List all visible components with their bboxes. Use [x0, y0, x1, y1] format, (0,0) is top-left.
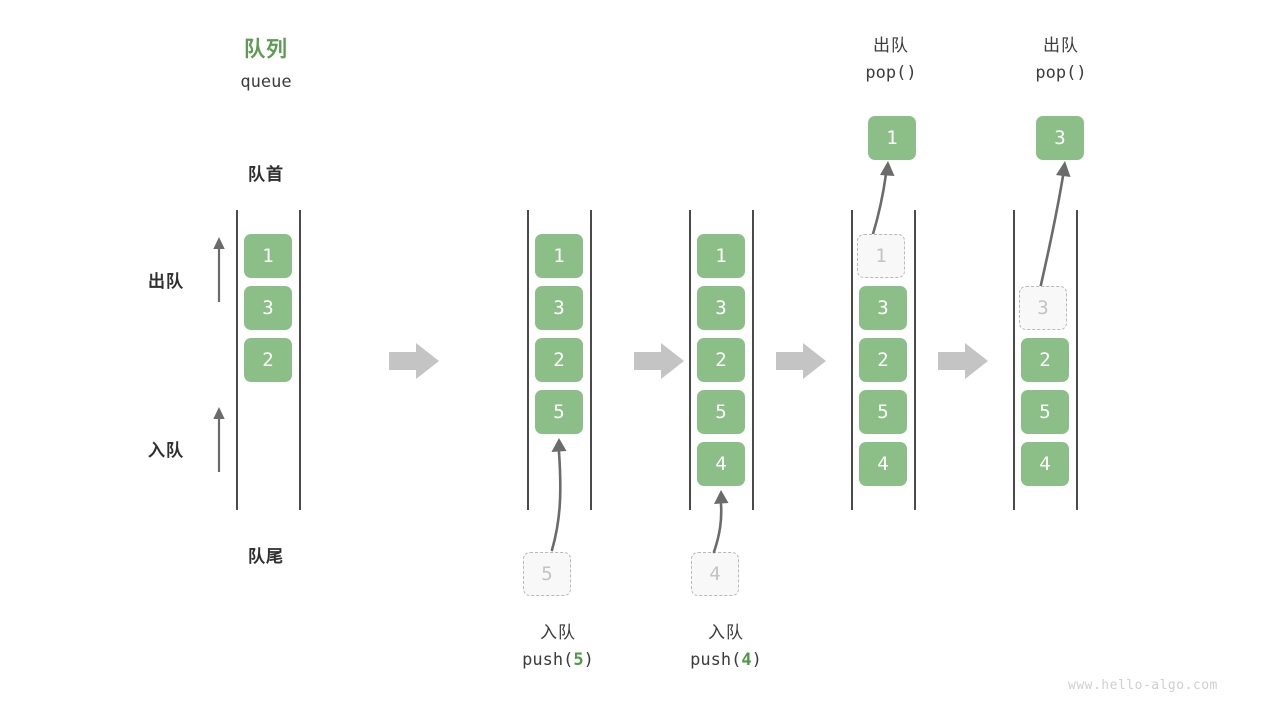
queue-rail-left	[527, 210, 529, 510]
queue-cell: 2	[859, 338, 907, 382]
queue-cell: 5	[859, 390, 907, 434]
queue-rail-right	[590, 210, 592, 510]
push-4-caption: 入队 push(4)	[646, 620, 806, 674]
pop-2-caption-code: pop()	[981, 59, 1141, 87]
push-5-code-arg: 5	[573, 650, 584, 670]
queue-cell: 5	[535, 390, 583, 434]
step-arrow-icon	[938, 343, 988, 379]
queue-cell: 2	[535, 338, 583, 382]
pop-arrow-icon	[871, 161, 895, 236]
queue-rail-left	[689, 210, 691, 510]
pop-1-caption-code: pop()	[811, 59, 971, 87]
enqueue-direction-label: 入队	[148, 441, 184, 460]
enqueue-direction-arrow-icon	[213, 407, 225, 472]
queue-cell: 3	[535, 286, 583, 330]
diagram-title-en: queue	[240, 72, 292, 92]
pop-1-caption-cn: 出队	[873, 36, 909, 55]
queue-rail-right	[299, 210, 301, 510]
queue-cell: 4	[1021, 442, 1069, 486]
queue-cell: 1	[244, 234, 292, 278]
queue-cell: 3	[697, 286, 745, 330]
queue-cell: 1	[535, 234, 583, 278]
queue-cell: 2	[697, 338, 745, 382]
step-arrow-icon	[634, 343, 684, 379]
pop-1-code-prefix: pop(	[865, 63, 907, 83]
pop-arrow-icon	[1038, 161, 1071, 291]
queue-cell: 5	[697, 390, 745, 434]
queue-cell: 3	[244, 286, 292, 330]
step-arrow-icon	[776, 343, 826, 379]
queue-rail-right	[1076, 210, 1078, 510]
pop-2-code-suffix: )	[1076, 63, 1087, 83]
pop-1-caption: 出队 pop()	[811, 33, 971, 87]
step-arrow-icon	[389, 343, 439, 379]
push-4-caption-cn: 入队	[708, 623, 744, 642]
dequeue-direction-label: 出队	[148, 272, 184, 291]
queue-cell: 4	[697, 442, 745, 486]
pop-2-code-prefix: pop(	[1035, 63, 1077, 83]
queue-cell: 2	[244, 338, 292, 382]
queue-rail-right	[914, 210, 916, 510]
push-5-caption-code: push(5)	[478, 646, 638, 674]
queue-cell: 2	[1021, 338, 1069, 382]
pop-2-caption-cn: 出队	[1043, 36, 1079, 55]
popped-value-cell: 1	[868, 116, 916, 160]
push-ghost-cell: 4	[691, 552, 739, 596]
queue-cell: 5	[1021, 390, 1069, 434]
queue-cell: 1	[697, 234, 745, 278]
queue-cell: 3	[859, 286, 907, 330]
push-4-caption-code: push(4)	[646, 646, 806, 674]
push-5-code-suffix: )	[583, 650, 594, 670]
queue-cell: 4	[859, 442, 907, 486]
push-4-code-arg: 4	[741, 650, 752, 670]
dequeue-direction-arrow-icon	[213, 237, 225, 302]
push-arrow-icon	[550, 438, 567, 552]
push-ghost-cell: 5	[523, 552, 571, 596]
watermark: www.hello-algo.com	[1068, 678, 1218, 693]
popped-ghost-cell: 3	[1019, 286, 1067, 330]
pop-1-code-suffix: )	[906, 63, 917, 83]
popped-value-cell: 3	[1036, 116, 1084, 160]
push-5-caption: 入队 push(5)	[478, 620, 638, 674]
popped-ghost-cell: 1	[857, 234, 905, 278]
push-arrow-icon	[712, 490, 729, 554]
push-5-code-prefix: push(	[522, 650, 574, 670]
queue-rail-left	[236, 210, 238, 510]
queue-front-label: 队首	[248, 165, 284, 184]
queue-rail-left	[1013, 210, 1015, 510]
queue-rail-right	[752, 210, 754, 510]
queue-rear-label: 队尾	[248, 547, 284, 566]
push-4-code-suffix: )	[751, 650, 762, 670]
diagram-title-cn: 队列	[244, 38, 288, 61]
pop-2-caption: 出队 pop()	[981, 33, 1141, 87]
push-4-code-prefix: push(	[690, 650, 742, 670]
push-5-caption-cn: 入队	[540, 623, 576, 642]
queue-rail-left	[851, 210, 853, 510]
